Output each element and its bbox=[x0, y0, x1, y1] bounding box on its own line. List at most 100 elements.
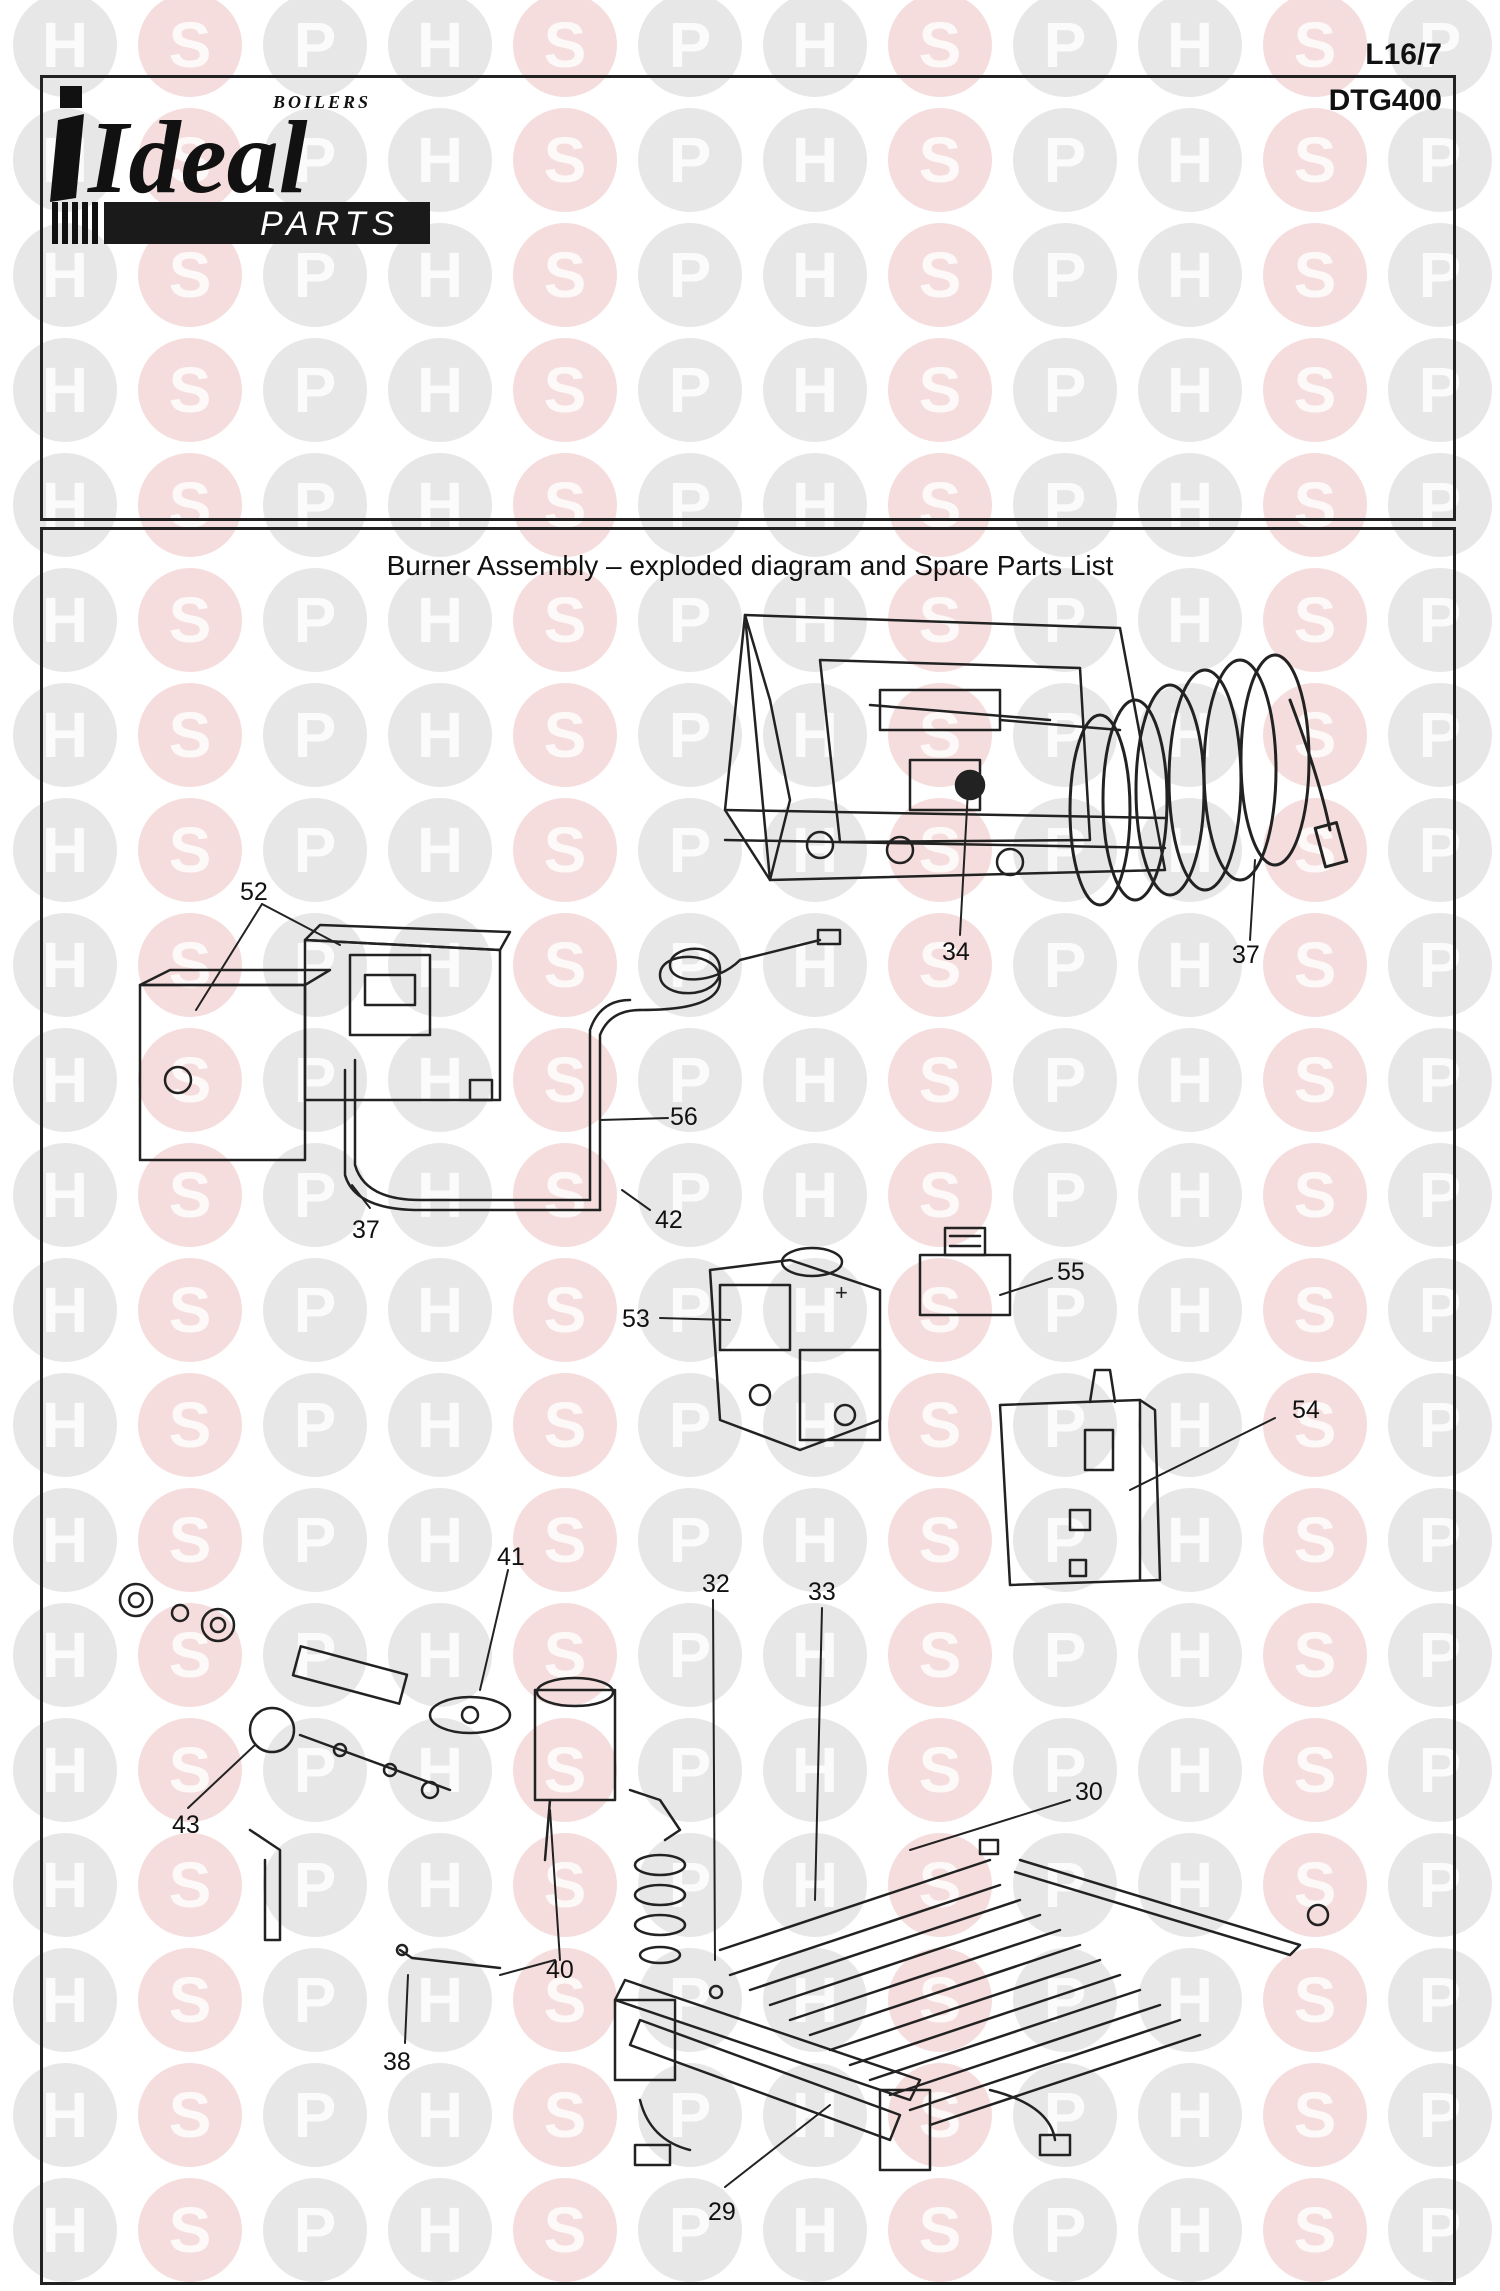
watermark-badge: S bbox=[138, 1948, 242, 2052]
svg-text:P: P bbox=[669, 1044, 712, 1116]
svg-text:S: S bbox=[919, 1274, 962, 1346]
watermark-badge: H bbox=[13, 1833, 117, 1937]
watermark-badge: P bbox=[263, 1603, 367, 1707]
svg-text:H: H bbox=[1167, 124, 1213, 196]
watermark-badge: P bbox=[263, 0, 367, 97]
svg-text:S: S bbox=[1294, 1734, 1337, 1806]
svg-text:H: H bbox=[417, 2079, 463, 2151]
watermark-badge: H bbox=[1138, 1603, 1242, 1707]
svg-text:S: S bbox=[1294, 1849, 1337, 1921]
svg-text:S: S bbox=[919, 124, 962, 196]
svg-text:H: H bbox=[1167, 1734, 1213, 1806]
svg-text:H: H bbox=[1167, 1619, 1213, 1691]
watermark-badge: H bbox=[1138, 2063, 1242, 2167]
svg-text:H: H bbox=[42, 2194, 88, 2266]
svg-text:S: S bbox=[169, 699, 212, 771]
watermark-badge: S bbox=[513, 1833, 617, 1937]
svg-text:S: S bbox=[544, 929, 587, 1001]
svg-text:P: P bbox=[1044, 1619, 1087, 1691]
watermark-badge: H bbox=[763, 223, 867, 327]
watermark-badge: S bbox=[513, 1258, 617, 1362]
watermark-badge: H bbox=[1138, 1488, 1242, 1592]
svg-text:H: H bbox=[417, 1734, 463, 1806]
callout-37-coil: 37 bbox=[1232, 941, 1260, 969]
svg-text:S: S bbox=[544, 584, 587, 656]
callout-55: 55 bbox=[1057, 1258, 1085, 1286]
svg-text:S: S bbox=[1294, 354, 1337, 426]
svg-text:H: H bbox=[42, 354, 88, 426]
watermark-badge: H bbox=[13, 223, 117, 327]
svg-text:H: H bbox=[42, 1044, 88, 1116]
watermark-badge: H bbox=[763, 1948, 867, 2052]
watermark-badge: P bbox=[638, 1718, 742, 1822]
watermark-badge: P bbox=[263, 2178, 367, 2282]
watermark-badge: S bbox=[513, 223, 617, 327]
watermark-badge: P bbox=[1013, 1833, 1117, 1937]
svg-text:S: S bbox=[1294, 584, 1337, 656]
watermark-badge: S bbox=[138, 683, 242, 787]
watermark-badge: H bbox=[1138, 913, 1242, 1017]
callout-32: 32 bbox=[702, 1570, 730, 1598]
watermark-badge: S bbox=[1263, 108, 1367, 212]
watermark-badge: S bbox=[138, 1718, 242, 1822]
watermark-badge: S bbox=[888, 1833, 992, 1937]
watermark-badge: P bbox=[263, 1488, 367, 1592]
svg-text:S: S bbox=[544, 1159, 587, 1231]
model-code: DTG400 bbox=[1328, 84, 1442, 117]
watermark-badge: S bbox=[888, 1373, 992, 1477]
watermark-badge: S bbox=[888, 223, 992, 327]
svg-text:S: S bbox=[919, 1159, 962, 1231]
svg-text:P: P bbox=[1044, 1504, 1087, 1576]
callout-33: 33 bbox=[808, 1578, 836, 1606]
svg-text:P: P bbox=[669, 1389, 712, 1461]
svg-text:H: H bbox=[42, 1849, 88, 1921]
logo-boilers-text: BOILERS bbox=[272, 92, 371, 112]
watermark-badge: H bbox=[1138, 2178, 1242, 2282]
svg-text:H: H bbox=[42, 9, 88, 81]
svg-text:S: S bbox=[919, 814, 962, 886]
callout-40: 40 bbox=[546, 1956, 574, 1984]
watermark-badge: S bbox=[888, 913, 992, 1017]
watermark-badge: H bbox=[1138, 338, 1242, 442]
watermark-badge: H bbox=[13, 1143, 117, 1247]
watermark-badge: H bbox=[13, 2178, 117, 2282]
watermark-badge: P bbox=[263, 1833, 367, 1937]
burner-bars bbox=[718, 1838, 1330, 2127]
watermark-badge: S bbox=[513, 0, 617, 97]
watermark-badge: P bbox=[263, 1258, 367, 1362]
watermark-badge: H bbox=[763, 1603, 867, 1707]
watermark-badge: S bbox=[888, 108, 992, 212]
watermark-badge: S bbox=[888, 0, 992, 97]
ignition-lead-pipes bbox=[343, 928, 842, 1212]
watermark-badge: S bbox=[888, 1488, 992, 1592]
callout-38: 38 bbox=[383, 2048, 411, 2076]
svg-text:S: S bbox=[169, 1849, 212, 1921]
watermark-badge: P bbox=[638, 683, 742, 787]
svg-text:H: H bbox=[417, 9, 463, 81]
svg-text:P: P bbox=[1044, 354, 1087, 426]
callout-52: 52 bbox=[240, 878, 268, 906]
watermark-badge: H bbox=[763, 2063, 867, 2167]
svg-text:S: S bbox=[544, 814, 587, 886]
svg-text:H: H bbox=[417, 1504, 463, 1576]
watermark-badge: P bbox=[638, 1833, 742, 1937]
watermark-badge: S bbox=[888, 1028, 992, 1132]
svg-text:H: H bbox=[792, 1504, 838, 1576]
svg-text:S: S bbox=[919, 2194, 962, 2266]
watermark-badge: S bbox=[513, 2063, 617, 2167]
svg-text:H: H bbox=[1167, 354, 1213, 426]
svg-text:H: H bbox=[792, 1734, 838, 1806]
svg-text:P: P bbox=[1044, 699, 1087, 771]
watermark-badge: H bbox=[388, 223, 492, 327]
watermark-badge: H bbox=[388, 1833, 492, 1937]
svg-text:S: S bbox=[919, 1504, 962, 1576]
watermark-badge: S bbox=[513, 568, 617, 672]
svg-text:P: P bbox=[1044, 2079, 1087, 2151]
svg-text:P: P bbox=[1044, 124, 1087, 196]
watermark-badge: H bbox=[13, 1258, 117, 1362]
svg-text:S: S bbox=[544, 1504, 587, 1576]
svg-text:P: P bbox=[294, 814, 337, 886]
svg-text:P: P bbox=[294, 1849, 337, 1921]
watermark-badge: H bbox=[1138, 568, 1242, 672]
callout-34: 34 bbox=[942, 938, 970, 966]
